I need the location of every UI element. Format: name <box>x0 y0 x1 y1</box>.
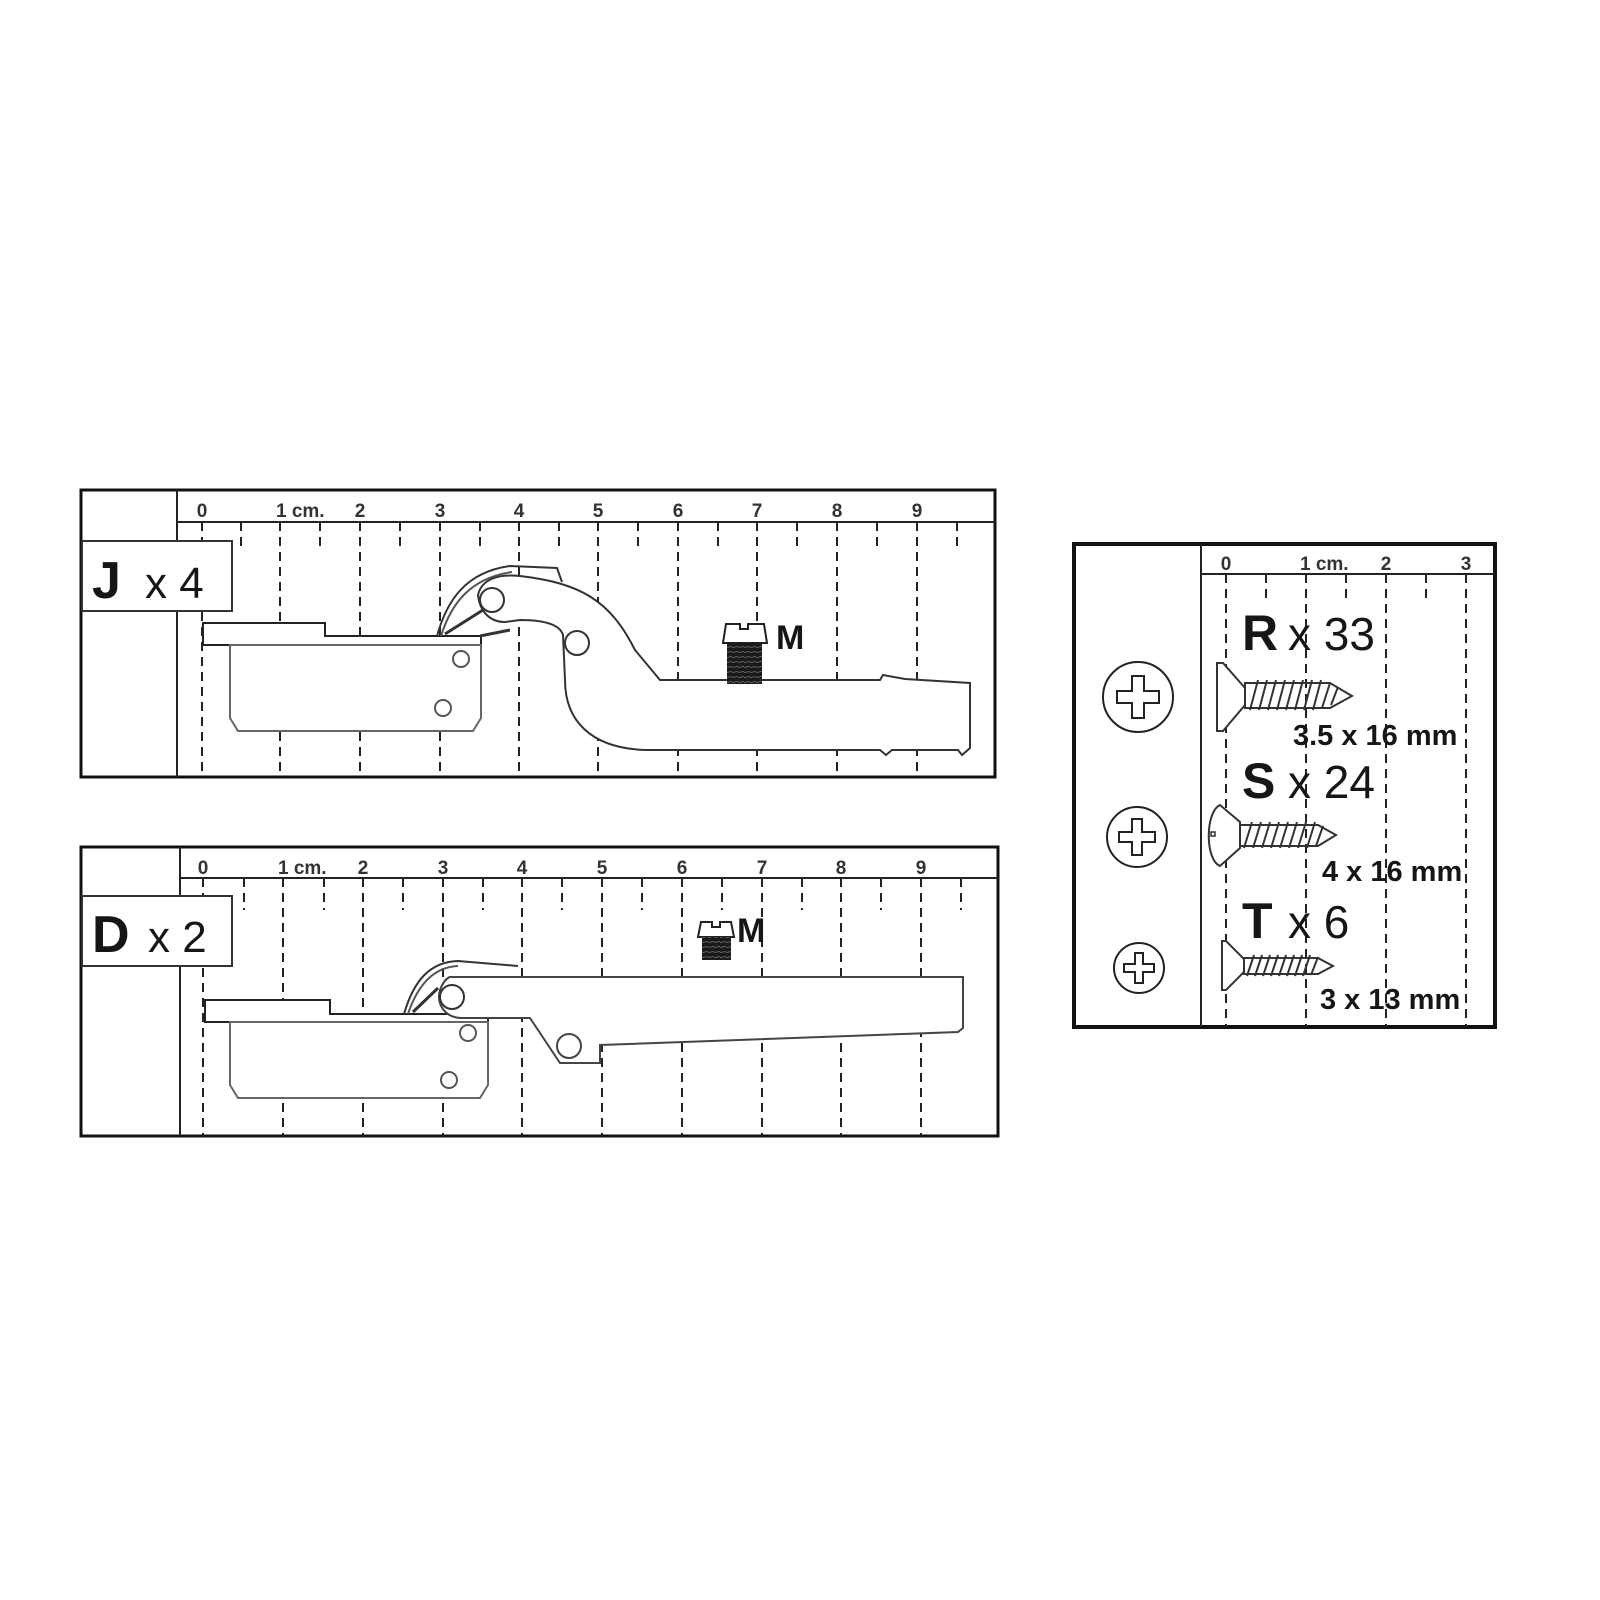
hinge-j-frame <box>79 488 997 779</box>
cup-hinge-straight-arm-icon <box>204 959 964 1099</box>
ruler-label: 2 <box>358 858 369 879</box>
ruler-label: 1 cm. <box>276 501 325 522</box>
ruler-label: 8 <box>836 858 847 879</box>
screw-letter: S <box>1242 753 1275 809</box>
ruler-label: 2 <box>1381 554 1392 575</box>
screw-quantity: x 24 <box>1288 756 1375 808</box>
mounting-screw-m-icon <box>721 623 769 684</box>
ruler-label: 1 cm. <box>278 858 327 879</box>
part-letter: J <box>92 552 121 610</box>
ruler-label: 1 cm. <box>1300 554 1349 575</box>
screw-letter: T <box>1242 893 1273 949</box>
ruler-label: 6 <box>677 858 688 879</box>
ruler-label: 8 <box>832 501 843 522</box>
screws-panel-ruler-labels: 0 1 cm. 2 3 <box>1221 554 1472 575</box>
screw-m-label: M <box>776 619 804 657</box>
ruler-label: 5 <box>597 858 608 879</box>
phillips-head-icon <box>1102 661 1174 733</box>
screw-letter: R <box>1242 605 1278 661</box>
part-quantity: x 4 <box>145 559 204 608</box>
screw-m-label: M <box>737 912 765 950</box>
hinge-d-label: D x 2 <box>81 895 233 967</box>
screw-size: 3 x 13 mm <box>1320 984 1460 1016</box>
ruler-label: 5 <box>593 501 604 522</box>
screw-quantity: x 6 <box>1288 896 1349 948</box>
ruler-label: 4 <box>517 858 528 879</box>
phillips-head-icon <box>1113 942 1165 994</box>
mounting-screw-m-icon <box>696 921 736 960</box>
screw-r-icon <box>1216 662 1355 732</box>
screws-panel-frame <box>1072 542 1497 1029</box>
ruler-label: 3 <box>435 501 446 522</box>
screw-size: 3.5 x 16 mm <box>1293 720 1457 752</box>
part-letter: D <box>92 906 130 964</box>
ruler-label: 7 <box>752 501 763 522</box>
screw-s-icon <box>1207 803 1338 868</box>
hinge-j-label: J x 4 <box>81 540 233 612</box>
part-quantity: x 2 <box>148 913 207 962</box>
hinge-j-ruler-labels: 0 1 cm. 2 3 4 5 6 7 8 9 <box>197 501 923 522</box>
ruler-label: 0 <box>197 501 208 522</box>
ruler-label: 3 <box>438 858 449 879</box>
ruler-label: 0 <box>1221 554 1232 575</box>
ruler-label: 6 <box>673 501 684 522</box>
ruler-label: 2 <box>355 501 366 522</box>
ruler-label: 0 <box>198 858 209 879</box>
ruler-label: 7 <box>757 858 768 879</box>
screw-t-icon <box>1221 940 1336 991</box>
ruler-label: 3 <box>1461 554 1472 575</box>
ruler-label: 4 <box>514 501 525 522</box>
cup-hinge-curved-arm-icon <box>202 564 971 757</box>
screw-size: 4 x 16 mm <box>1322 856 1462 888</box>
phillips-head-icon <box>1106 806 1168 868</box>
ruler-label: 9 <box>912 501 923 522</box>
ruler-label: 9 <box>916 858 927 879</box>
hinge-d-ruler-labels: 0 1 cm. 2 3 4 5 6 7 8 9 <box>198 858 927 879</box>
screw-quantity: x 33 <box>1288 608 1375 660</box>
